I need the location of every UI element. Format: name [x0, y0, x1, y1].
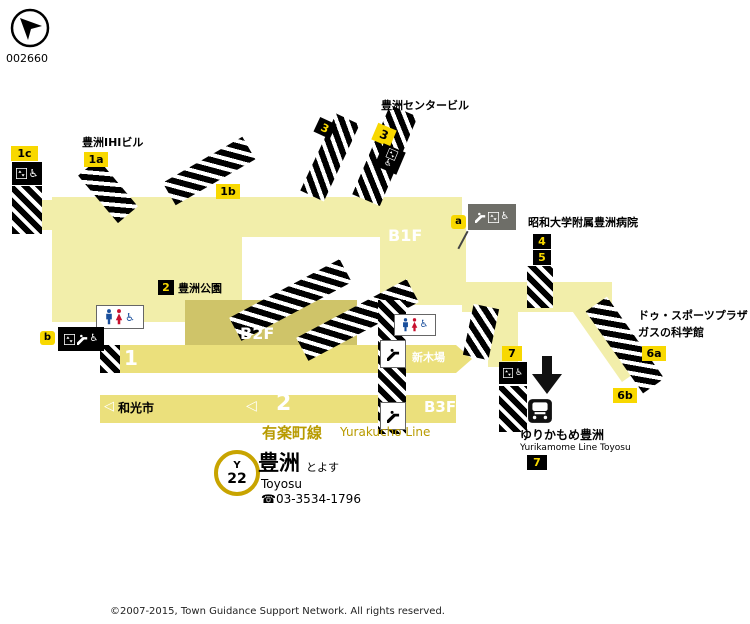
landmark-toyosu-park: 豊洲公園 [178, 282, 222, 295]
exit-label-6b: 6b [613, 388, 637, 403]
stair-exit-7-lower [499, 386, 527, 432]
exit-label-1c: 1c [11, 146, 38, 161]
station-phone: ☎03-3534-1796 [261, 492, 361, 506]
exit-3b-facility-box: ♿ [374, 143, 406, 175]
wheelchair-icon: ♿ [382, 157, 394, 170]
exit-label-4: 4 [533, 234, 551, 249]
elevator-icon [502, 368, 513, 378]
wheelchair-icon: ♿ [500, 211, 510, 222]
station-name-kana: とよす [306, 461, 339, 474]
exit-label-b: b [40, 331, 55, 345]
exit-a-facility-box: ♿ [468, 204, 516, 230]
exit-label-1a: 1a [84, 152, 108, 167]
exit-label-7: 7 [502, 346, 522, 361]
exit-label-5: 5 [533, 250, 551, 265]
line-name-en: Yurakucho Line [340, 425, 431, 439]
station-name-ja: 豊洲 [258, 451, 300, 475]
elevator-icon [385, 147, 399, 161]
landmark-gas-museum: ガスの科学館 [638, 326, 704, 339]
exit-7-facility-box: ♿ [499, 362, 527, 384]
landmark-yurikamome-en: Yurikamome Line Toyosu [520, 443, 631, 453]
man-icon [106, 309, 112, 325]
station-symbol: Y 22 [214, 450, 260, 496]
elevator-icon [15, 168, 27, 179]
landmark-yurikamome: ゆりかもめ豊洲 [520, 428, 605, 442]
restroom-east: ♿ [394, 314, 436, 336]
station-name-en: Toyosu [261, 477, 302, 491]
escalator-box-b1 [380, 340, 406, 368]
exit-b-facility-box: ♿ [58, 327, 104, 351]
exit-label-7-yurikamome: 7 [527, 455, 547, 470]
platform-1-end-stair [100, 345, 120, 373]
platform-1-number: 1 [124, 346, 138, 370]
stair-exit-1b [162, 136, 256, 206]
exit-label-2: 2 [158, 280, 174, 295]
exit-label-1b: 1b [216, 184, 240, 199]
copyright: ©2007-2015, Town Guidance Support Networ… [110, 606, 445, 617]
elevator-icon [487, 211, 499, 223]
exit-label-6a: 6a [642, 346, 666, 361]
platform-1-destination: 新木場 [412, 351, 445, 364]
floor-label-b2f: B2F [240, 324, 275, 343]
platform-2-destination: 和光市 [118, 401, 155, 415]
wheelchair-icon: ♿ [419, 319, 429, 330]
escalator-icon [76, 334, 87, 345]
wheelchair-icon: ♿ [89, 333, 99, 344]
escalator-icon [474, 212, 485, 223]
escalator-box-b3 [380, 402, 406, 430]
landmark-sports-plaza: ドゥ・スポーツプラザ [638, 309, 748, 322]
stair-exit-4-5 [527, 266, 553, 308]
transfer-down-arrow-icon [532, 356, 562, 394]
wheelchair-icon: ♿ [514, 367, 524, 378]
woman-icon [115, 309, 123, 325]
wheelchair-icon: ♿ [28, 167, 39, 180]
stair-exit-1c [12, 186, 42, 234]
floor-label-b3f: B3F [424, 398, 457, 416]
woman-icon [411, 318, 417, 332]
platform-2-number: 2 [276, 391, 292, 416]
man-icon [402, 318, 408, 332]
floor-label-b1f: B1F [388, 226, 423, 245]
landmark-toyosu-center: 豊洲センタービル [381, 99, 469, 112]
station-symbol-letter: Y [233, 459, 241, 471]
restroom-west: ♿ [96, 305, 144, 329]
train-icon [527, 398, 553, 424]
compass-icon [10, 8, 50, 48]
escalator-icon [386, 410, 399, 423]
exit-label-a: a [451, 215, 466, 229]
escalator-icon [386, 348, 399, 361]
elevator-icon [63, 333, 75, 345]
map-code: 002660 [6, 52, 48, 65]
landmark-ihi-building: 豊洲IHIビル [82, 136, 144, 149]
line-name-ja: 有楽町線 [262, 424, 323, 442]
wheelchair-icon: ♿ [125, 310, 135, 324]
exit-1c-facility-box: ♿ [12, 162, 42, 185]
platform-2-direction-arrow: ◁ [104, 399, 114, 414]
landmark-hospital: 昭和大学附属豊洲病院 [528, 216, 638, 229]
platform-2-mid-arrow: ◁ [246, 398, 257, 414]
station-symbol-number: 22 [227, 470, 247, 487]
